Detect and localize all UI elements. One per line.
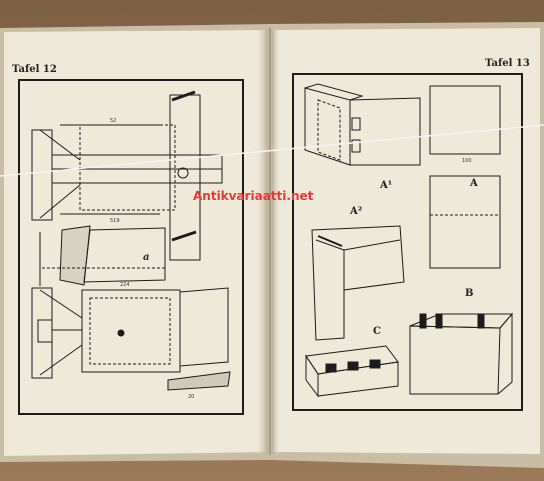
label-a-left: a <box>143 252 149 263</box>
svg-text:52: 52 <box>110 118 116 124</box>
left-plate-title: Tafel 12 <box>12 64 57 75</box>
right-plate-title: Tafel 13 <box>485 58 530 69</box>
label-a-right: A <box>469 178 478 189</box>
label-a1: A¹ <box>379 180 392 191</box>
watermark-text: Antikvariaatti.net <box>193 189 314 203</box>
left-plate-frame <box>18 79 244 415</box>
svg-text:20: 20 <box>188 394 194 400</box>
label-b: B <box>465 288 473 299</box>
right-page <box>272 28 540 454</box>
right-plate-frame <box>292 73 523 411</box>
right-plate-drawing: 100 <box>304 83 514 398</box>
label-a2: A² <box>349 206 362 217</box>
svg-text:519: 519 <box>110 218 120 224</box>
left-plate-drawing: 519 52 224 20 <box>31 90 231 400</box>
svg-text:100: 100 <box>462 158 472 164</box>
label-c: C <box>373 326 381 337</box>
bookmark-string <box>0 124 544 177</box>
svg-text:224: 224 <box>120 282 130 288</box>
